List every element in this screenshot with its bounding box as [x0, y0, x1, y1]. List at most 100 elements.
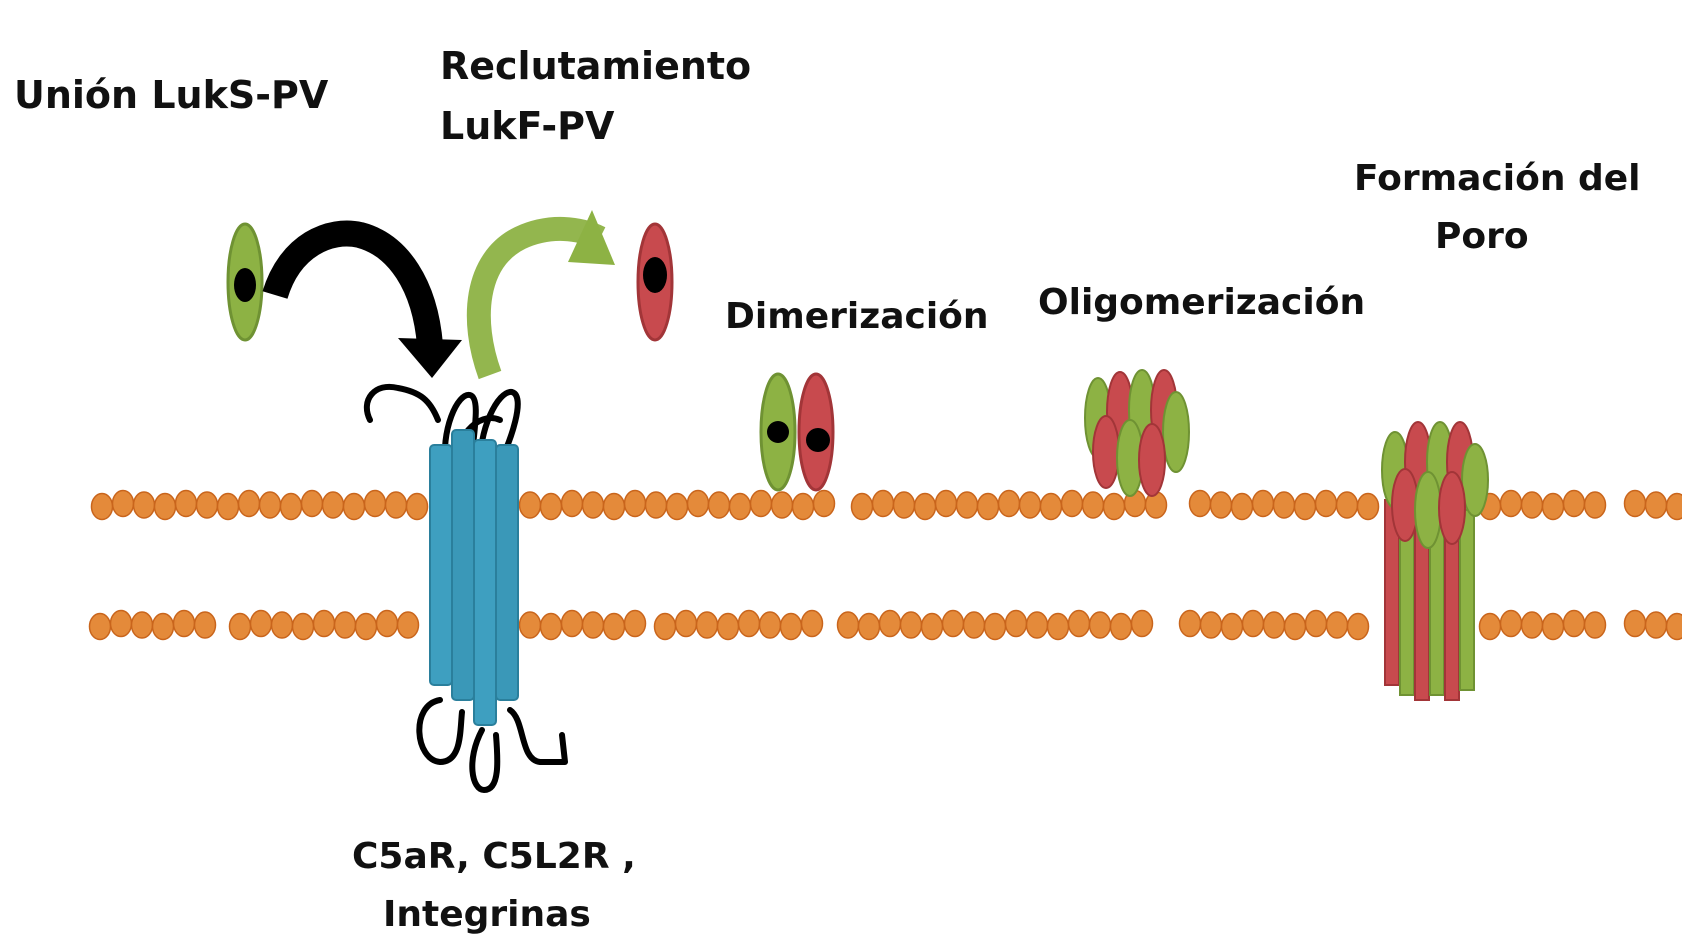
- dimer-icon: [759, 372, 835, 492]
- lower-lipid-head-icon: [1283, 612, 1307, 641]
- upper-lipid-head-icon: [812, 489, 836, 518]
- lower-lipid-head-icon: [1623, 609, 1647, 638]
- pore-icon: [1381, 421, 1489, 701]
- upper-lipid-head-icon: [623, 489, 647, 518]
- upper-lipid-head-icon: [728, 492, 752, 521]
- lower-lipid-head-icon: [396, 611, 420, 639]
- upper-lipid-head-icon: [153, 492, 177, 521]
- lower-lipid-head-icon: [1325, 611, 1349, 639]
- lower-lipid-head-icon: [1109, 612, 1133, 641]
- upper-lipid-head-icon: [321, 491, 345, 519]
- upper-lipid-head-icon: [1520, 491, 1544, 519]
- upper-lipid-head-icon: [644, 491, 668, 519]
- upper-lipid-head-icon: [300, 489, 324, 518]
- lower-lipid-head-icon: [1644, 611, 1668, 639]
- upper-lipid-head-icon: [1644, 491, 1668, 519]
- lower-lipid-head-icon: [228, 612, 252, 641]
- receptor-helix-2: [451, 429, 475, 701]
- upper-lipid-head-icon: [174, 489, 198, 518]
- upper-lipid-head-icon: [384, 491, 408, 519]
- lower-lipid-head-icon: [354, 612, 378, 641]
- receptor-label-line1: C5aR, C5L2R ,: [352, 836, 636, 877]
- upper-lipid-head-icon: [258, 491, 282, 519]
- receptor-n-terminus: [363, 383, 441, 423]
- lower-lipid-head-icon: [737, 609, 761, 638]
- recruitment-arrow-icon: [466, 210, 615, 380]
- lower-lipid-head-icon: [920, 612, 944, 641]
- upper-lipid-head-icon: [216, 492, 240, 521]
- lower-lipid-head-icon: [836, 611, 860, 639]
- lower-lipid-head-icon: [1665, 612, 1682, 641]
- lower-lipid-head-icon: [962, 611, 986, 639]
- upper-lipid-head-icon: [602, 492, 626, 521]
- oligomer-icon: [1084, 369, 1190, 497]
- upper-lipid-head-icon: [1039, 492, 1063, 521]
- upper-lipid-head-icon: [111, 489, 135, 518]
- upper-lipid-head-icon: [791, 492, 815, 521]
- lower-lipid-head-icon: [1067, 609, 1091, 638]
- upper-lipid-head-icon: [279, 492, 303, 521]
- upper-lipid-head-icon: [1356, 492, 1380, 521]
- lower-lipid-head-icon: [716, 612, 740, 641]
- lower-lipid-head-icon: [1199, 611, 1223, 639]
- upper-lipid-leaflet: [90, 489, 1682, 521]
- lower-lipid-head-icon: [857, 612, 881, 641]
- receptor-extracellular-loop-2: [476, 389, 521, 473]
- upper-lipid-head-icon: [934, 489, 958, 518]
- lower-lipid-leaflet: [88, 609, 1682, 641]
- pore-label-line2: Poro: [1435, 216, 1529, 257]
- lower-lipid-head-icon: [1520, 611, 1544, 639]
- lower-lipid-head-icon: [1499, 609, 1523, 638]
- upper-lipid-head-icon: [871, 489, 895, 518]
- lower-lipid-head-icon: [983, 612, 1007, 641]
- lower-lipid-head-icon: [172, 609, 196, 638]
- lower-lipid-head-icon: [878, 609, 902, 638]
- lower-lipid-head-icon: [653, 612, 677, 641]
- lower-lipid-head-icon: [1178, 609, 1202, 638]
- receptor-intracellular-loop-1: [416, 697, 465, 766]
- lower-lipid-head-icon: [941, 609, 965, 638]
- upper-lipid-head-icon: [1060, 489, 1084, 518]
- luks-binding-label: Unión LukS-PV: [14, 73, 329, 117]
- upper-lipid-head-icon: [90, 492, 114, 521]
- lower-lipid-head-icon: [560, 609, 584, 638]
- upper-lipid-head-icon: [686, 489, 710, 518]
- lukf-recruit-label-line1: Reclutamiento: [440, 44, 752, 88]
- upper-lipid-head-icon: [1665, 492, 1682, 521]
- lower-lipid-head-icon: [1004, 609, 1028, 638]
- lower-lipid-head-icon: [899, 611, 923, 639]
- upper-lipid-head-icon: [363, 489, 387, 518]
- lower-lipid-head-icon: [1346, 612, 1370, 641]
- upper-lipid-head-icon: [581, 491, 605, 519]
- lower-lipid-head-icon: [800, 609, 824, 638]
- upper-lipid-head-icon: [1272, 491, 1296, 519]
- upper-lipid-head-icon: [976, 492, 1000, 521]
- lower-lipid-head-icon: [1046, 612, 1070, 641]
- upper-lipid-head-icon: [892, 491, 916, 519]
- lower-lipid-head-icon: [1130, 609, 1154, 638]
- upper-lipid-head-icon: [518, 491, 542, 519]
- upper-lipid-head-icon: [770, 491, 794, 519]
- lower-lipid-head-icon: [291, 612, 315, 641]
- lower-lipid-head-icon: [88, 612, 112, 641]
- receptor-helix-4: [495, 444, 519, 701]
- lower-lipid-head-icon: [623, 609, 647, 638]
- lower-lipid-head-icon: [1262, 611, 1286, 639]
- lower-lipid-head-icon: [270, 611, 294, 639]
- lower-lipid-head-icon: [1304, 609, 1328, 638]
- upper-lipid-head-icon: [1188, 489, 1212, 518]
- dimerization-label: Dimerización: [725, 296, 989, 337]
- upper-lipid-head-icon: [1251, 489, 1275, 518]
- lower-lipid-head-icon: [312, 609, 336, 638]
- upper-lipid-head-icon: [1081, 491, 1105, 519]
- lower-lipid-head-icon: [151, 612, 175, 641]
- upper-lipid-head-icon: [1335, 491, 1359, 519]
- lower-lipid-head-icon: [674, 609, 698, 638]
- lower-lipid-head-icon: [1220, 612, 1244, 641]
- upper-lipid-head-icon: [1314, 489, 1338, 518]
- lower-lipid-head-icon: [333, 611, 357, 639]
- upper-lipid-head-icon: [1623, 489, 1647, 518]
- lower-lipid-head-icon: [581, 611, 605, 639]
- lower-lipid-head-icon: [1241, 609, 1265, 638]
- upper-lipid-head-icon: [195, 491, 219, 519]
